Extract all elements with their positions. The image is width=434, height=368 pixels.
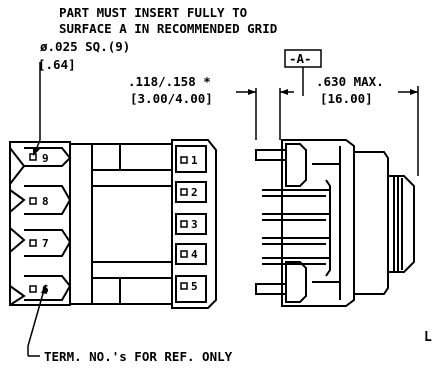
standoff-metric: [3.00/4.00] bbox=[130, 91, 213, 106]
term-note-group: TERM. NO.'s FOR REF. ONLY bbox=[27, 284, 233, 364]
datum-a-label: -A- bbox=[289, 51, 312, 66]
left-terminal-block: 9 8 7 6 bbox=[9, 141, 72, 306]
standoff-dimension: .118/.158 * [3.00/4.00] bbox=[128, 74, 294, 140]
view-label: L bbox=[424, 330, 432, 345]
terminal-1: 1 bbox=[191, 154, 198, 167]
insert-note-line2: SURFACE A IN RECOMMENDED GRID bbox=[59, 21, 277, 36]
insert-note-line1: PART MUST INSERT FULLY TO bbox=[59, 5, 247, 20]
term-note: TERM. NO.'s FOR REF. ONLY bbox=[44, 349, 233, 364]
top-notes: PART MUST INSERT FULLY TO SURFACE A IN R… bbox=[38, 5, 277, 72]
terminal-7: 7 bbox=[42, 237, 49, 250]
terminal-9: 9 bbox=[42, 152, 49, 165]
terminal-2: 2 bbox=[191, 186, 198, 199]
datum-a-box: -A- bbox=[284, 49, 322, 96]
pin-size-metric: [.64] bbox=[38, 57, 76, 72]
terminal-5: 5 bbox=[191, 280, 198, 293]
height-metric: [16.00] bbox=[320, 91, 373, 106]
height-value: .630 MAX. bbox=[316, 74, 384, 89]
side-view bbox=[255, 139, 415, 307]
height-dimension: .630 MAX. [16.00] bbox=[316, 74, 419, 176]
terminal-4: 4 bbox=[191, 248, 198, 261]
terminal-3: 3 bbox=[191, 218, 198, 231]
pin-size-note: ø.025 SQ.(9) bbox=[40, 39, 130, 54]
terminal-8: 8 bbox=[42, 195, 49, 208]
standoff-value: .118/.158 * bbox=[128, 74, 211, 89]
middle-terminal-block: 1 2 3 4 5 bbox=[171, 139, 217, 309]
housing-frame bbox=[70, 143, 173, 305]
